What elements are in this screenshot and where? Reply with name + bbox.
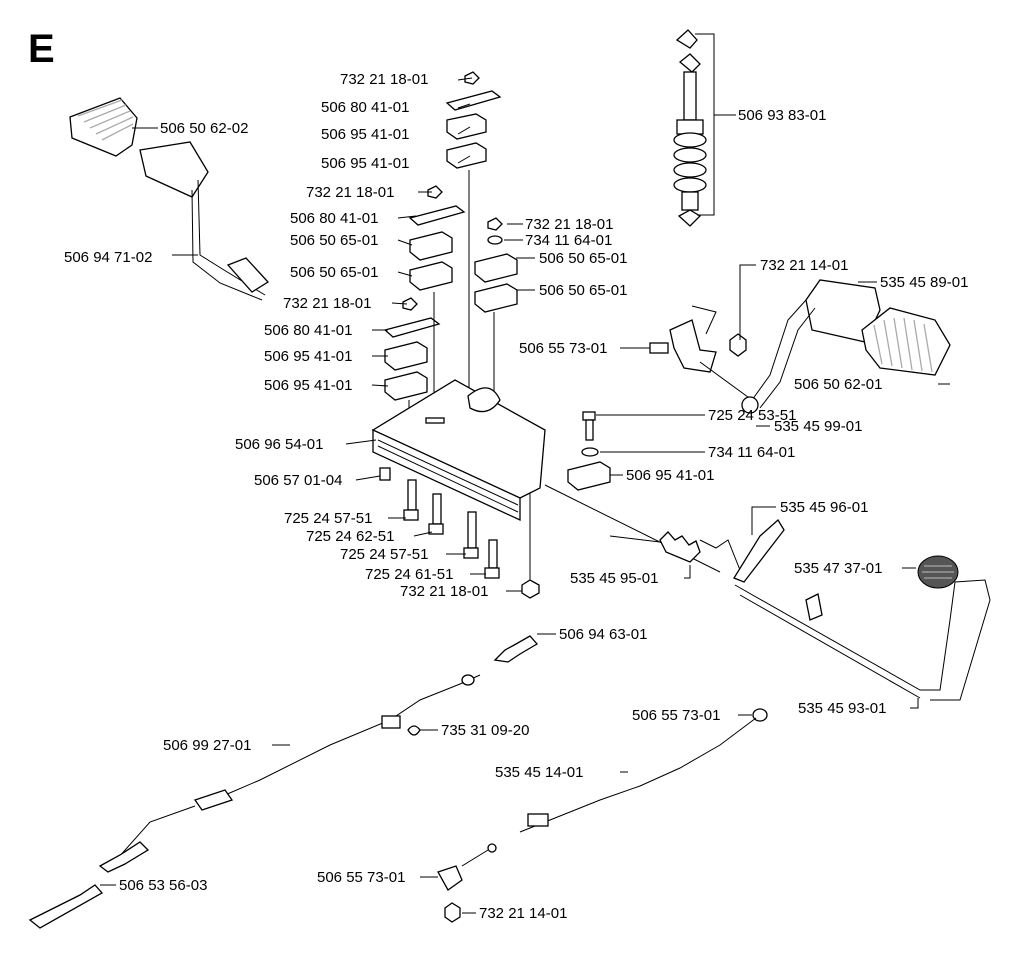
part-label: 506 96 54-01 [235,436,323,453]
side-bolt-block [567,411,611,491]
part-label: 506 80 41-01 [264,322,352,339]
part-label: 506 80 41-01 [290,210,378,227]
part-label: 725 24 57-51 [284,510,372,527]
part-label: 535 47 37-01 [794,560,882,577]
lower-left-cable [28,635,539,929]
part-label: 535 45 93-01 [798,700,886,717]
right-pedal-bracket [649,305,759,414]
part-label: 732 21 18-01 [306,184,394,201]
part-label: 734 11 64-01 [525,232,612,249]
part-label: 735 31 09-20 [441,722,529,739]
spring-linkage [544,484,785,583]
lower-right-cable [437,708,768,923]
part-label: 506 94 71-02 [64,249,152,266]
part-label: 506 50 62-01 [794,376,882,393]
part-label: 535 45 89-01 [880,274,968,291]
block-stack-upper [445,71,502,169]
part-label: 506 50 65-01 [290,232,378,249]
part-label: 506 93 83-01 [738,107,826,124]
part-label: 506 80 41-01 [321,99,409,116]
part-label: 506 95 41-01 [321,126,409,143]
part-label: 732 21 18-01 [525,216,613,233]
part-label: 506 55 73-01 [519,340,607,357]
part-label: 506 95 41-01 [264,377,352,394]
part-label: 506 50 65-01 [539,250,627,267]
part-label: 732 21 18-01 [340,71,428,88]
plate-bolts [379,467,540,599]
part-label: 506 50 65-01 [290,264,378,281]
part-label: 506 53 56-03 [119,877,207,894]
block-stack-middle [408,185,466,291]
part-labels: 506 50 62-02 506 94 71-02 732 21 18-01 5… [64,71,968,922]
left-pedal-pad [69,97,138,157]
part-label: 506 95 41-01 [626,467,714,484]
part-label: 732 21 18-01 [400,583,488,600]
base-plate [371,379,546,522]
part-label: 725 24 53-51 [708,407,796,424]
part-label: 725 24 61-51 [365,566,453,583]
part-label: 506 57 01-04 [254,472,342,489]
part-label: 535 45 95-01 [570,570,658,587]
part-label: 734 11 64-01 [708,444,795,461]
part-label: 506 50 65-01 [539,282,627,299]
part-label: 506 94 63-01 [559,626,647,643]
right-pedal [751,279,951,409]
left-pedal-arm [139,141,270,301]
part-label: 535 45 96-01 [780,499,868,516]
part-label: 506 95 41-01 [321,155,409,172]
part-label: 506 95 41-01 [264,348,352,365]
part-label: 732 21 14-01 [760,257,848,274]
control-rod [734,555,991,701]
section-letter: E [28,27,55,71]
part-label: 506 55 73-01 [632,707,720,724]
part-label: 506 99 27-01 [163,737,251,754]
part-label: 725 24 57-51 [340,546,428,563]
leader-lines [100,77,950,914]
block-stack-lower [383,297,441,401]
part-label: 506 55 73-01 [317,869,405,886]
part-label: 506 50 62-02 [160,120,248,137]
part-label: 732 21 18-01 [283,295,371,312]
part-label: 535 45 14-01 [495,764,583,781]
shock-absorber [673,29,715,227]
part-label: 535 45 99-01 [774,418,862,435]
block-stack-right [474,217,518,313]
part-label: 725 24 62-51 [306,528,394,545]
part-label: 732 21 14-01 [479,905,567,922]
